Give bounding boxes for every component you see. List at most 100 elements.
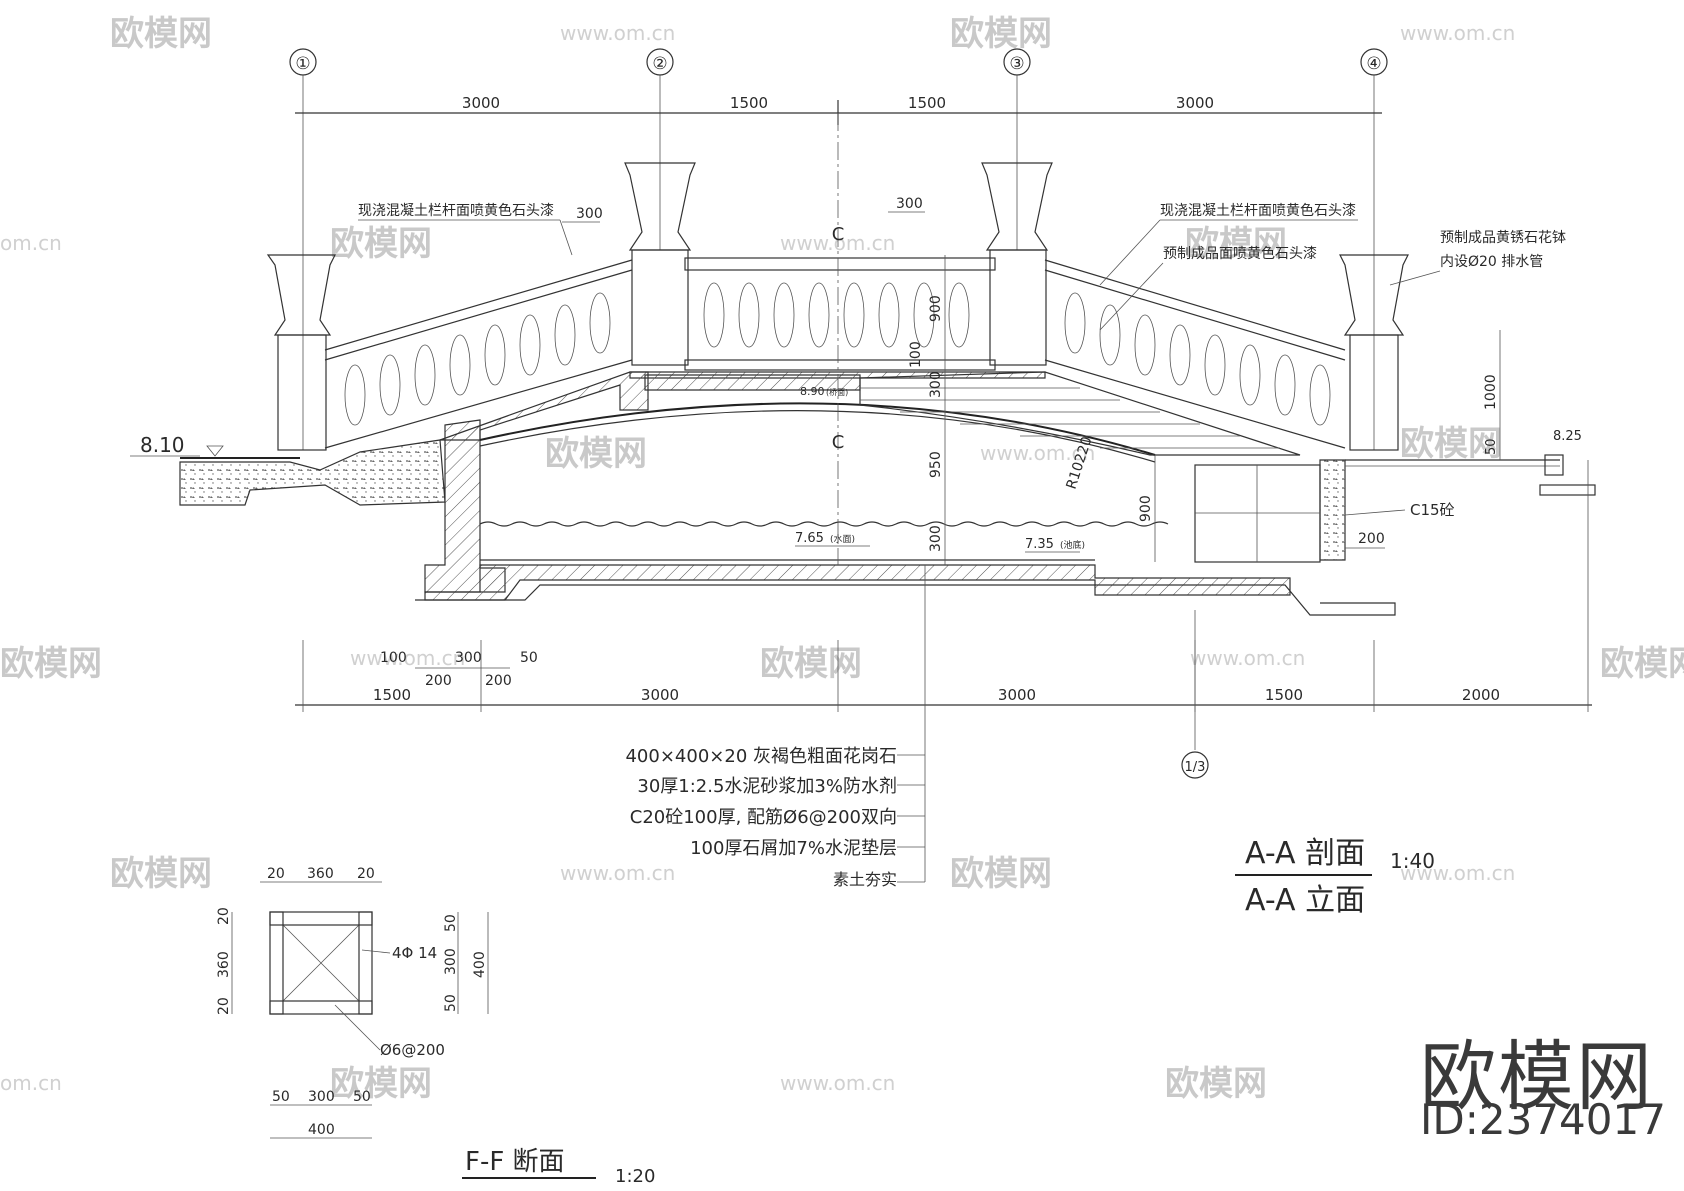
dim-900: 900 <box>1138 495 1154 522</box>
dimension-texts: 300 300 900 100 300 950 300 900 1000 50 … <box>380 196 1501 689</box>
watermark-logo: 欧模网 <box>1600 644 1684 684</box>
ff-dim-bottom: 50 <box>353 1089 371 1105</box>
watermark-logo: 欧模网 <box>110 854 212 894</box>
dim-200: 200 <box>1358 531 1385 547</box>
dim-50: 50 <box>1484 438 1499 455</box>
watermark-url: www.om.cn <box>560 21 675 45</box>
axis-label: ② <box>652 54 667 74</box>
watermark-url: om.cn <box>0 231 62 255</box>
ff-scale: 1:20 <box>615 1166 655 1187</box>
layer-5: 素土夯实 <box>833 870 897 889</box>
brick-infill <box>859 371 1301 456</box>
watermark-logo: 欧模网 <box>110 14 212 54</box>
dim-text: 3000 <box>462 94 500 112</box>
note-railing-left: 现浇混凝土栏杆面喷黄色石头漆 <box>358 202 554 219</box>
watermark-url: www.om.cn <box>780 1071 895 1095</box>
elevation-deck: 8.90 <box>800 385 825 398</box>
deck-left <box>439 371 649 441</box>
post-1 <box>277 334 327 451</box>
watermark-url: www.om.cn <box>1400 21 1515 45</box>
dim-100: 100 <box>380 650 407 666</box>
axis-label: ③ <box>1009 54 1024 74</box>
dim-text: 1500 <box>730 94 768 112</box>
planter-2 <box>624 162 696 251</box>
watermark-logo: 欧模网 <box>0 644 102 684</box>
watermark-url: www.om.cn <box>560 861 675 885</box>
image-id: ID:2374017 <box>1420 1095 1666 1144</box>
ff-dim-bottom: 300 <box>308 1089 335 1105</box>
ff-stirrup: Ø6@200 <box>380 1041 445 1059</box>
ff-dim-bottom-total: 400 <box>308 1122 335 1138</box>
ff-dim-top: 20 <box>267 866 285 882</box>
aa-section-title: A-A 剖面 <box>1245 836 1365 871</box>
aa-scale: 1:40 <box>1390 849 1435 873</box>
elevation-bottom: 7.35 <box>1025 537 1054 552</box>
post-2 <box>631 249 689 366</box>
watermark-logo: 欧模网 <box>545 434 647 474</box>
aa-title: A-A 剖面 A-A 立面 1:40 <box>1235 836 1435 918</box>
dim-200: 200 <box>425 673 452 689</box>
dim-text: 1500 <box>1265 686 1303 704</box>
watermark-logo: 欧模网 <box>330 224 432 264</box>
note-planter-line1: 预制成品黄锈石花钵 <box>1440 229 1566 246</box>
dim-100: 100 <box>908 341 924 368</box>
planter-1 <box>266 254 336 336</box>
ff-dim-right: 300 <box>443 948 459 975</box>
dim-200: 200 <box>485 673 512 689</box>
elevation-right: 8.25 <box>1553 429 1582 444</box>
watermark-logo: 欧模网 <box>950 854 1052 894</box>
aa-elevation-title: A-A 立面 <box>1245 883 1365 918</box>
dim-300: 300 <box>455 650 482 666</box>
elevation-water-note: (水面) <box>830 533 855 545</box>
dim-300: 300 <box>928 525 944 552</box>
dim-900: 900 <box>928 295 944 322</box>
ff-column-outer <box>269 911 373 1015</box>
dim-300: 300 <box>896 196 923 212</box>
water-surface <box>479 521 1169 527</box>
note-railing-right: 现浇混凝土栏杆面喷黄色石头漆 <box>1160 202 1356 219</box>
ref-mark: 1/3 <box>1185 760 1206 775</box>
dim-1000: 1000 <box>1483 374 1499 410</box>
layer-4: 100厚石屑加7%水泥垫层 <box>690 838 897 859</box>
watermark-logo: 欧模网 <box>950 14 1052 54</box>
top-dimension-line: 3000 1500 1500 3000 <box>295 94 1382 125</box>
layer-3: C20砼100厚, 配筋Ø6@200双向 <box>630 807 897 828</box>
elevation-marks: 8.10 8.25 7.65 (水面) 7.35 (池底) 8.90 (桥面) <box>130 385 1582 553</box>
watermark-logo: 欧模网 <box>330 1064 432 1104</box>
note-precast: 预制成品面喷黄色石头漆 <box>1163 245 1317 262</box>
axis-label: ④ <box>1366 54 1381 74</box>
dim-text: 1500 <box>373 686 411 704</box>
ff-dim-right-total: 400 <box>472 951 488 978</box>
right-grid-box <box>1194 464 1321 563</box>
ff-dim-left: 20 <box>216 907 232 925</box>
ff-dim-left: 360 <box>216 951 232 978</box>
section-c-mark: C <box>832 224 845 245</box>
elevation-bottom-note: (池底) <box>1060 539 1085 551</box>
layer-callout: 400×400×20 灰褐色粗面花岗石 30厚1:2.5水泥砂浆加3%防水剂 C… <box>625 565 926 889</box>
bridge-section <box>179 371 1596 616</box>
layer-1: 400×400×20 灰褐色粗面花岗石 <box>625 746 897 767</box>
right-wall <box>1319 459 1346 561</box>
watermark-url: www.om.cn <box>980 441 1095 465</box>
planter-3 <box>981 162 1053 251</box>
note-planter-line2: 内设Ø20 排水管 <box>1440 254 1543 270</box>
elevation-left: 8.10 <box>140 433 185 457</box>
left-ground <box>179 439 446 506</box>
watermark-logo: 欧模网 <box>760 644 862 684</box>
elevation-deck-note: (桥面) <box>826 387 848 397</box>
planter-4 <box>1339 254 1409 336</box>
ff-dim-bottom: 50 <box>272 1089 290 1105</box>
section-c-mark: C <box>832 432 845 453</box>
ff-dim-left: 20 <box>216 997 232 1015</box>
ff-title: F-F 断面 <box>465 1147 565 1177</box>
axis-label: ① <box>295 54 310 74</box>
elevation-water: 7.65 <box>795 531 824 546</box>
watermarks: 欧模网 欧模网 欧模网 欧模网 欧模网 欧模网 欧模网 欧模网 欧模网 欧模网 … <box>0 14 1684 1104</box>
dim-text: 3000 <box>998 686 1036 704</box>
dim-text: 3000 <box>1176 94 1214 112</box>
ff-rebar: 4Φ 14 <box>392 944 437 962</box>
post-3 <box>989 249 1047 366</box>
watermark-url: www.om.cn <box>350 646 465 670</box>
